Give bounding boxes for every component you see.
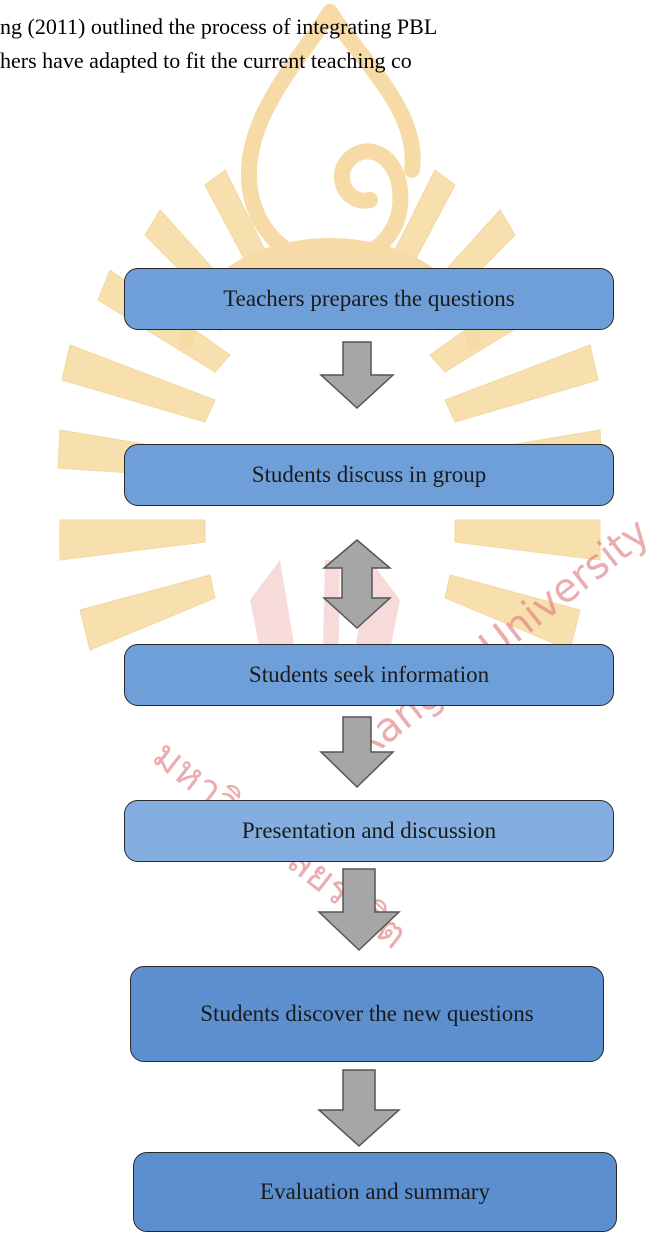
flowchart-step-3-label: Students seek information xyxy=(248,662,490,688)
flowchart-step-4: Presentation and discussion xyxy=(124,800,614,862)
paragraph-line-1: ng (2011) outlined the process of integr… xyxy=(0,14,438,39)
flowchart-step-1-label: Teachers prepares the questions xyxy=(223,286,515,312)
flowchart-step-2-label: Students discuss in group xyxy=(251,462,487,488)
flowchart-step-5: Students discover the new questions xyxy=(130,966,604,1062)
flowchart-step-6: Evaluation and summary xyxy=(133,1152,617,1232)
flowchart-step-5-label: Students discover the new questions xyxy=(200,1001,534,1027)
flowchart-step-4-label: Presentation and discussion xyxy=(241,818,497,844)
paragraph-line-2: hers have adapted to fit the current tea… xyxy=(0,48,412,73)
flowchart-step-1: Teachers prepares the questions xyxy=(124,268,614,330)
flowchart-step-6-label: Evaluation and summary xyxy=(260,1179,490,1205)
flowchart-step-3: Students seek information xyxy=(124,644,614,706)
flowchart-step-2: Students discuss in group xyxy=(124,444,614,506)
